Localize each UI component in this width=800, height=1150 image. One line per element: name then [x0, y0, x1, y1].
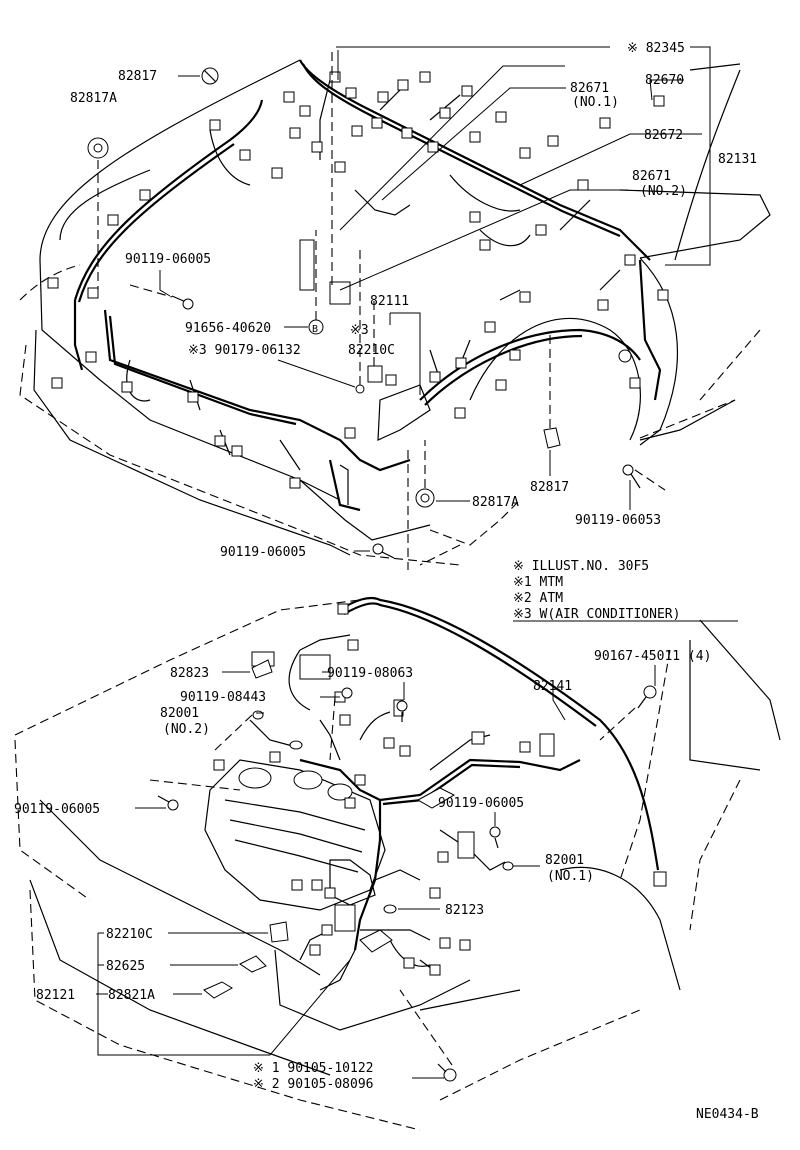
label-90119-06005-left: 90119-06005	[14, 802, 100, 817]
bottom-clips-bolts	[157, 659, 657, 1082]
label-90179-06132: ※3 90179-06132	[188, 343, 301, 358]
circled-b-letter: B	[312, 324, 318, 335]
label-90119-06005-top: 90119-06005	[125, 252, 211, 267]
legend-note-illust: ※ ILLUST.NO. 30F5	[513, 559, 649, 574]
bottom-wire-harness	[249, 596, 660, 991]
label-82141: 82141	[533, 679, 572, 694]
label-82671-no2-sub: (NO.2)	[640, 184, 687, 199]
label-82345: ※ 82345	[627, 41, 685, 56]
label-82817a-top: 82817A	[70, 91, 117, 106]
label-82001-no1: 82001	[545, 853, 584, 868]
label-91656-40620: 91656-40620	[185, 321, 271, 336]
drawing-code: NE0434-B	[696, 1107, 759, 1122]
label-82821a: 82821A	[108, 988, 155, 1003]
top-connectors	[47, 71, 669, 489]
legend-notes: ※ ILLUST.NO. 30F5 ※1 MTM ※2 ATM ※3 W(AIR…	[513, 559, 738, 622]
legend-note-3: ※3 W(AIR CONDITIONER)	[513, 607, 680, 622]
label-82001-no2: 82001	[160, 706, 199, 721]
label-82001-no1-sub: (NO.1)	[547, 869, 594, 884]
label-90119-06053: 90119-06053	[575, 513, 661, 528]
bottom-part-labels: 82823 90119-08063 90167-45011 (4) 90119-…	[14, 649, 711, 1092]
label-82672: 82672	[644, 128, 683, 143]
label-90119-08063: 90119-08063	[327, 666, 413, 681]
label-82625: 82625	[106, 959, 145, 974]
legend-note-2: ※2 ATM	[513, 591, 563, 606]
label-82670: 82670	[645, 73, 684, 88]
label-90119-06005-right: 90119-06005	[438, 796, 524, 811]
top-leader-lines	[97, 46, 711, 570]
top-part-labels: ※ 82345 82817 82817A 82671 (NO.1) 82670 …	[70, 41, 757, 560]
label-90105-08096: ※ 2 90105-08096	[253, 1077, 373, 1092]
label-90105-10122: ※ 1 90105-10122	[253, 1061, 373, 1076]
bottom-engine-block	[204, 759, 386, 911]
label-82817a-lower: 82817A	[472, 495, 519, 510]
label-82111: 82111	[370, 294, 409, 309]
top-body-outline	[19, 59, 771, 566]
legend-note-1: ※1 MTM	[513, 575, 563, 590]
bottom-leader-lines	[96, 665, 656, 1079]
label-82210c-top: 82210C	[348, 343, 395, 358]
label-star3: ※3	[350, 323, 369, 338]
label-82210c-bottom: 82210C	[106, 927, 153, 942]
label-90119-08443: 90119-08443	[180, 690, 266, 705]
top-clips-bolts	[87, 67, 641, 559]
label-82131: 82131	[718, 152, 757, 167]
label-82817-top: 82817	[118, 69, 157, 84]
label-82823: 82823	[170, 666, 209, 681]
label-90167-45011: 90167-45011 (4)	[594, 649, 711, 664]
label-90119-06005-lower: 90119-06005	[220, 545, 306, 560]
label-82001-no2-sub: (NO.2)	[163, 722, 210, 737]
label-82671-no1: 82671	[570, 81, 609, 96]
label-82121: 82121	[36, 988, 75, 1003]
top-wire-harness	[73, 59, 662, 512]
label-82123: 82123	[445, 903, 484, 918]
label-82671-no1-sub: (NO.1)	[572, 95, 619, 110]
label-82671-no2: 82671	[632, 169, 671, 184]
bottom-body-outline	[14, 599, 781, 1131]
label-82817-right: 82817	[530, 480, 569, 495]
